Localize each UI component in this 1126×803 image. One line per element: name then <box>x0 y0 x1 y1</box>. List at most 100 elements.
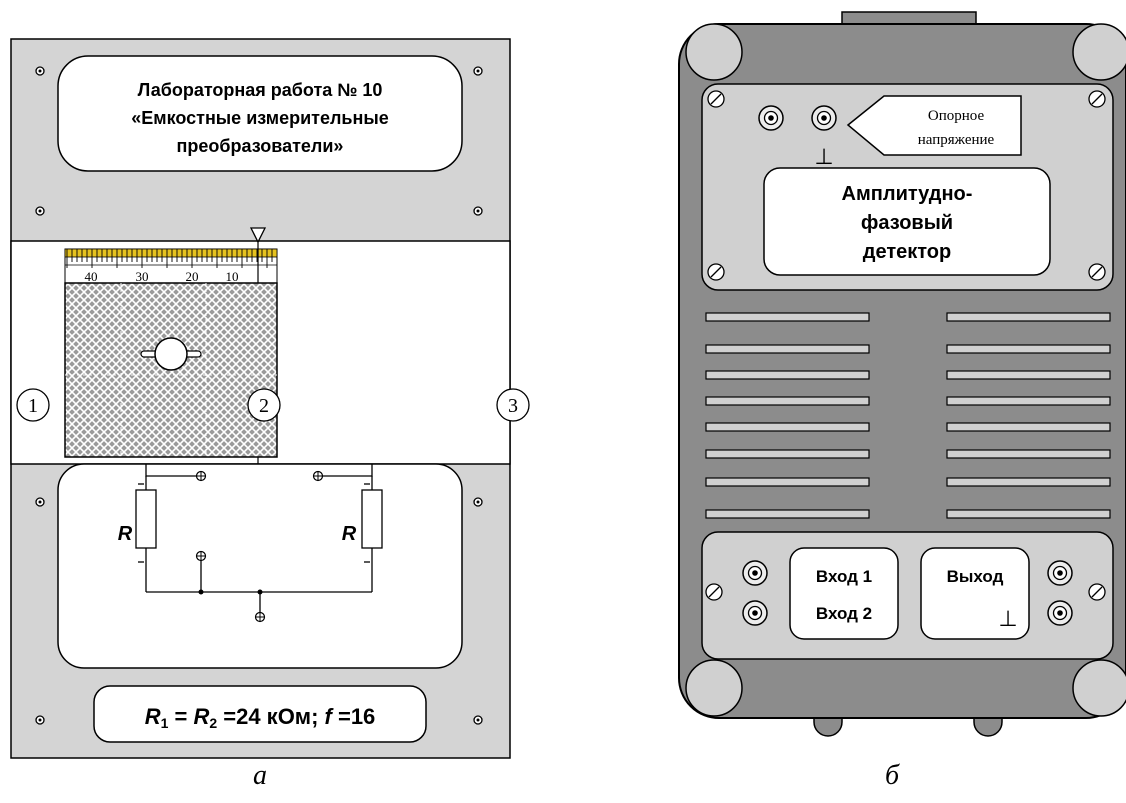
parameter-plate <box>93 685 427 743</box>
screw-icon <box>35 206 45 216</box>
vent-slot <box>705 370 870 380</box>
param-freq: =16 <box>332 704 375 729</box>
corner-pad <box>1072 23 1126 81</box>
terminal-icon[interactable] <box>312 470 324 482</box>
screw-icon <box>35 66 45 76</box>
screw-icon <box>473 66 483 76</box>
panel-b: ⊥ Опорное напряжение Амплитудно- фазовый… <box>678 11 1126 737</box>
marker-1: 1 <box>16 388 50 422</box>
vent-slot <box>705 422 870 432</box>
vent-slot <box>946 370 1111 380</box>
param-r2: R <box>193 704 209 729</box>
param-sub-2: 2 <box>209 715 217 731</box>
vent-slot <box>705 449 870 459</box>
svg-text:2: 2 <box>259 395 269 417</box>
resistor-label-left: R <box>118 523 133 545</box>
input-label-box <box>789 547 899 640</box>
socket-connector-icon[interactable] <box>742 560 768 586</box>
vent-slot <box>946 449 1111 459</box>
slider-knob[interactable] <box>154 337 188 371</box>
title-line-2: «Емкостные измерительные <box>131 108 388 128</box>
title-plate <box>57 55 463 172</box>
screw-icon <box>473 497 483 507</box>
vent-slot <box>946 509 1111 519</box>
corner-pad <box>1072 659 1126 717</box>
detector-line-1: Амплитудно- <box>842 183 973 205</box>
circuit-area <box>57 463 463 669</box>
socket-connector-icon[interactable] <box>811 105 837 131</box>
parameter-text: R1 = R2 =24 кОм; f =16 <box>145 704 376 731</box>
screw-icon <box>707 263 725 281</box>
screw-icon <box>1088 263 1106 281</box>
screw-icon <box>473 206 483 216</box>
ventilation-slots <box>705 312 1111 519</box>
socket-connector-icon[interactable] <box>742 600 768 626</box>
vent-slot <box>705 477 870 487</box>
bottom-plate <box>701 531 1114 660</box>
pointer-triangle-icon <box>249 227 267 244</box>
vent-slot <box>705 509 870 519</box>
param-r1: R <box>145 704 161 729</box>
socket-connector-icon[interactable] <box>1047 600 1073 626</box>
param-eq-1: = <box>168 704 193 729</box>
junction-dot <box>198 589 204 595</box>
detector-line-2: фазовый <box>861 212 953 234</box>
vent-slot <box>705 312 870 322</box>
marker-3: 3 <box>496 388 530 422</box>
output-label: Выход <box>947 567 1004 586</box>
terminal-icon[interactable] <box>254 611 266 623</box>
reference-label-line-2: напряжение <box>918 132 995 148</box>
resistor-icon <box>361 489 383 549</box>
terminal-icon[interactable] <box>195 470 207 482</box>
input-1-label: Вход 1 <box>816 567 872 586</box>
detector-label-box <box>763 167 1051 276</box>
title-line-1: Лабораторная работа № 10 <box>138 80 383 100</box>
output-label-box <box>920 547 1030 640</box>
resistor-label-right: R <box>342 523 357 545</box>
arrow-icon <box>846 95 1022 156</box>
screw-icon <box>707 90 725 108</box>
param-rest: =24 кОм; <box>217 704 324 729</box>
panel-a: Лабораторная работа № 10 «Емкостные изме… <box>10 38 530 759</box>
marker-2: 2 <box>247 388 281 422</box>
svg-text:3: 3 <box>508 395 518 417</box>
ground-symbol-icon: ⊥ <box>814 144 833 169</box>
scale-band <box>64 248 278 258</box>
param-sub-1: 1 <box>161 715 169 731</box>
scale-label-10: 10 <box>226 269 239 284</box>
vent-slot <box>946 344 1111 354</box>
junction-dot <box>257 589 263 595</box>
scale-label-30: 30 <box>136 269 149 284</box>
socket-connector-icon[interactable] <box>1047 560 1073 586</box>
corner-pad <box>685 23 743 81</box>
vent-slot <box>946 477 1111 487</box>
screw-icon <box>1088 583 1106 601</box>
vent-slot <box>946 422 1111 432</box>
vent-slot <box>946 312 1111 322</box>
input-2-label: Вход 2 <box>816 604 872 623</box>
ground-symbol-icon: ⊥ <box>998 606 1017 631</box>
param-f: f <box>325 704 335 729</box>
resistor-icon <box>135 489 157 549</box>
title-line-3: преобразователи» <box>177 136 344 156</box>
screw-icon <box>473 715 483 725</box>
screws-a <box>35 66 483 725</box>
scale-label-20: 20 <box>186 269 199 284</box>
screw-icon <box>1088 90 1106 108</box>
screw-icon <box>705 583 723 601</box>
terminal-icon[interactable] <box>195 550 207 562</box>
vent-slot <box>705 396 870 406</box>
caption-b: б <box>885 760 900 791</box>
detector-line-3: детектор <box>863 241 951 263</box>
vent-slot <box>705 344 870 354</box>
socket-connector-icon[interactable] <box>758 105 784 131</box>
screw-icon <box>35 715 45 725</box>
screw-icon <box>35 497 45 507</box>
scale-label-40: 40 <box>85 269 98 284</box>
vent-slot <box>946 396 1111 406</box>
corner-pad <box>685 659 743 717</box>
svg-text:1: 1 <box>28 395 38 417</box>
caption-a: а <box>253 760 267 791</box>
